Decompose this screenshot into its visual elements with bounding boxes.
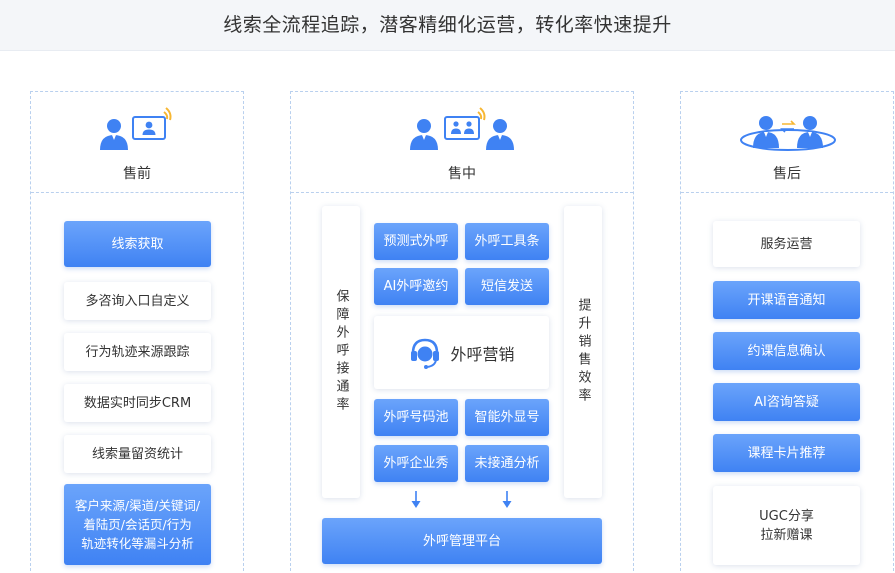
pre-sale-item-trace-tracking[interactable]: 行为轨迹来源跟踪 [64, 333, 211, 371]
headset-agent-icon [411, 338, 440, 369]
header-bar: 线索全流程追踪，潜客精细化运营，转化率快速提升 [0, 0, 895, 51]
exchange-people-icon [736, 106, 840, 156]
guarantee-connect-rate-label: 保障外呼接通率 [333, 289, 349, 415]
in-sale-item-dial-toolbar[interactable]: 外呼工具条 [465, 223, 549, 260]
in-sale-item-smart-caller-id[interactable]: 智能外显号 [465, 399, 549, 436]
page-title: 线索全流程追踪，潜客精细化运营，转化率快速提升 [223, 14, 672, 36]
panel-divider [681, 192, 893, 193]
improve-sales-efficiency-label: 提升销售效率 [575, 298, 591, 406]
video-call-icon [407, 104, 519, 156]
pre-sale-item-lead-acquisition[interactable]: 线索获取 [64, 221, 211, 267]
presenter-screen-icon [95, 104, 179, 156]
outbound-marketing-card[interactable]: 外呼营销 [374, 316, 549, 389]
phase-label-in-sale: 售中 [448, 166, 476, 182]
funnel-line-3: 轨迹转化等漏斗分析 [81, 536, 194, 551]
phase-label-pre-sale: 售前 [123, 166, 151, 182]
pre-sale-item-entry-custom[interactable]: 多咨询入口自定义 [64, 282, 211, 320]
post-sale-item-booking-confirm[interactable]: 约课信息确认 [713, 332, 860, 370]
ugc-line-2: 拉新赠课 [760, 527, 813, 543]
post-sale-item-course-card[interactable]: 课程卡片推荐 [713, 434, 860, 472]
pre-sale-item-crm-sync[interactable]: 数据实时同步CRM [64, 384, 211, 422]
in-sale-item-missed-analysis[interactable]: 未接通分析 [465, 445, 549, 482]
in-sale-item-enterprise-show[interactable]: 外呼企业秀 [374, 445, 458, 482]
guarantee-connect-rate-card[interactable]: 保障外呼接通率 [322, 206, 360, 498]
funnel-line-1: 客户来源/渠道/关键词/ [74, 498, 201, 513]
post-sale-item-ugc-share[interactable]: UGC分享 拉新赠课 [713, 486, 860, 565]
down-arrow-icon [411, 491, 421, 508]
in-sale-item-sms[interactable]: 短信发送 [465, 268, 549, 305]
down-arrow-icon [502, 491, 512, 508]
panel-divider [31, 192, 243, 193]
post-sale-item-service-ops[interactable]: 服务运营 [713, 221, 860, 267]
post-sale-item-voice-notice[interactable]: 开课语音通知 [713, 281, 860, 319]
panel-divider [291, 192, 633, 193]
pre-sale-item-funnel-analysis[interactable]: 客户来源/渠道/关键词/ 着陆页/会话页/行为 轨迹转化等漏斗分析 [64, 484, 211, 565]
improve-sales-efficiency-card[interactable]: 提升销售效率 [564, 206, 602, 498]
funnel-line-2: 着陆页/会话页/行为 [83, 517, 192, 532]
in-sale-item-number-pool[interactable]: 外呼号码池 [374, 399, 458, 436]
pre-sale-item-lead-stats[interactable]: 线索量留资统计 [64, 435, 211, 473]
in-sale-item-ai-invite[interactable]: AI外呼邀约 [374, 268, 458, 305]
outbound-marketing-label: 外呼营销 [450, 344, 515, 364]
phase-label-post-sale: 售后 [773, 166, 801, 182]
post-sale-item-ai-qa[interactable]: AI咨询答疑 [713, 383, 860, 421]
ugc-line-1: UGC分享 [759, 508, 814, 524]
outbound-management-platform[interactable]: 外呼管理平台 [322, 518, 602, 564]
in-sale-item-predictive-dial[interactable]: 预测式外呼 [374, 223, 458, 260]
